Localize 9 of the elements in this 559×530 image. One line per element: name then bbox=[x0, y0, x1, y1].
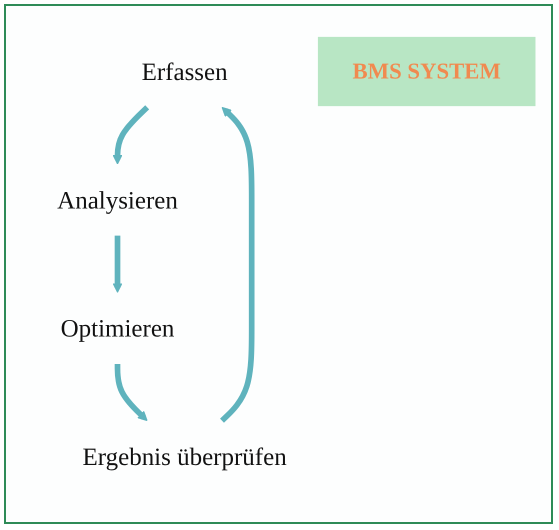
node-box: BMS SYSTEM bbox=[317, 36, 535, 106]
node-text: Optimieren bbox=[60, 314, 174, 342]
node-text: Erfassen bbox=[141, 57, 228, 86]
node-text: Ergebnis überprüfen bbox=[82, 442, 286, 471]
arrow bbox=[112, 105, 149, 165]
arrow bbox=[112, 236, 122, 293]
node-text: Analysieren bbox=[56, 186, 178, 214]
arrow bbox=[114, 364, 148, 422]
arrow bbox=[220, 106, 254, 423]
